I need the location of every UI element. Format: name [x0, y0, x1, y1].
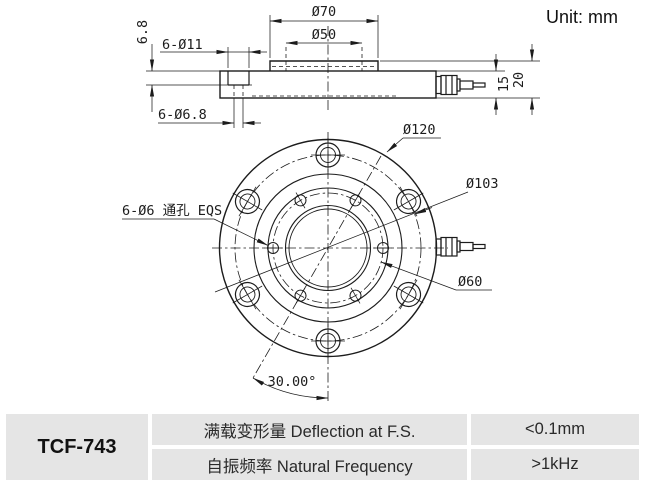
- dim-plate-thickness-label: 6.8: [135, 20, 151, 44]
- dim-body-height-label: 15: [496, 76, 512, 92]
- dim-total-height-label: 20: [511, 72, 527, 88]
- dimension-labels: 6.8 6-Ø11 6-Ø6.8 Ø70 Ø50 15 20 Ø120 Ø103…: [122, 4, 527, 390]
- connector-front: [435, 236, 486, 257]
- spec-label-frequency: 自振频率 Natural Frequency: [152, 449, 467, 480]
- dim-outer-diameter-label: Ø120: [403, 122, 436, 138]
- model-number: TCF-743: [6, 414, 148, 480]
- dim-through-hole-label: 6-Ø6.8: [158, 107, 207, 123]
- technical-drawing: 6.8 6-Ø11 6-Ø6.8 Ø70 Ø50 15 20 Ø120 Ø103…: [122, 4, 540, 402]
- spec-label-deflection: 满载变形量 Deflection at F.S.: [152, 414, 467, 445]
- unit-note: Unit: mm: [546, 7, 618, 27]
- dim-boss-inner-label: Ø50: [312, 27, 336, 43]
- dim-counterbore-label: 6-Ø11: [162, 37, 203, 53]
- spec-table: TCF-743 满载变形量 Deflection at F.S. <0.1mm …: [0, 412, 648, 482]
- side-view: [146, 15, 540, 128]
- dim-bolt-circle-label: Ø103: [466, 176, 499, 192]
- spec-value-frequency: >1kHz: [471, 449, 639, 480]
- dim-boss-outer-label: Ø70: [312, 4, 336, 20]
- front-view: [122, 132, 492, 402]
- dim-small-holes-label: 6-Ø6 通孔 EQS: [122, 203, 222, 219]
- connector-side: [435, 74, 486, 96]
- dim-angle-label: 30.00°: [268, 374, 317, 390]
- dim-inner-hole-circle-label: Ø60: [458, 274, 482, 290]
- spec-value-deflection: <0.1mm: [471, 414, 639, 445]
